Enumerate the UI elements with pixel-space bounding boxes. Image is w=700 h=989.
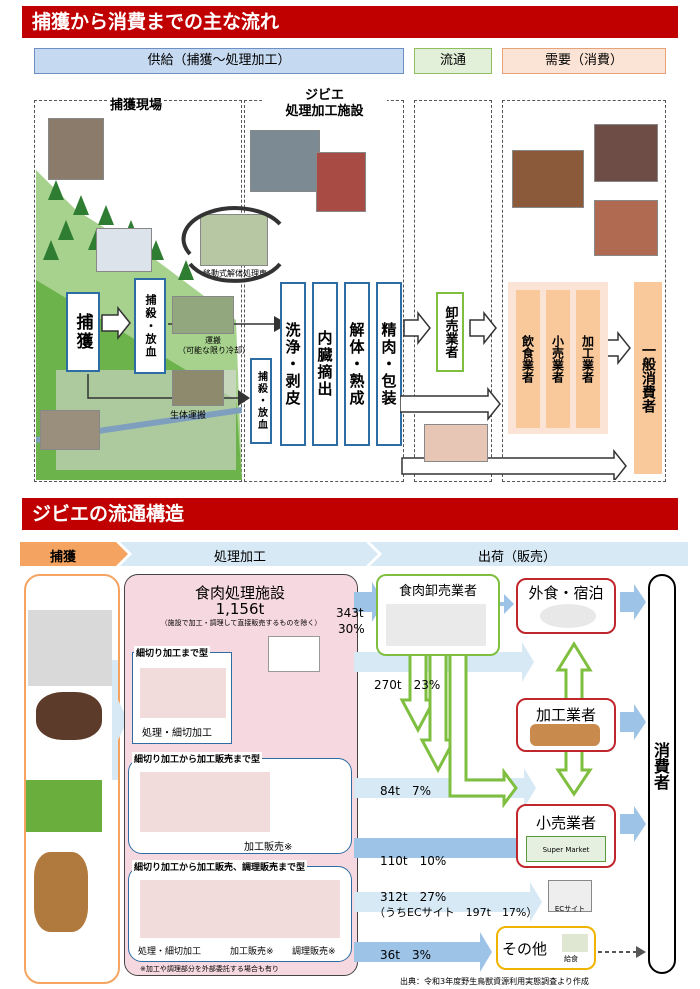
- consumer-column: [648, 574, 676, 974]
- lunch-label: 給食: [564, 955, 578, 963]
- dish-photo-2: [594, 200, 658, 256]
- processor-flow: 84t 7%: [380, 784, 432, 798]
- cage-trap-illustration: [28, 610, 112, 686]
- wholesale-percent: 30%: [338, 622, 365, 636]
- tab-shipping: 出荷（販売）: [478, 550, 557, 565]
- label-facility: ジビエ 処理加工施設: [262, 88, 387, 120]
- wholesale-tonnage: 343t: [336, 606, 364, 620]
- transport-photo: [172, 296, 234, 334]
- type1-caption: 処理・細切加工: [142, 728, 212, 739]
- consumer-label: 消費者: [651, 742, 670, 790]
- supermarket-icon: Super Market: [526, 836, 606, 862]
- mobile-truck-photo: [200, 214, 268, 266]
- kill-bleed-box-2: 捕殺・放血: [250, 358, 272, 444]
- boar-illustration: [36, 692, 102, 740]
- deer-illustration: [34, 852, 88, 932]
- section-title-flow: 捕獲から消費までの主な流れ: [22, 6, 678, 38]
- transport-note: （可能な限り冷却）: [178, 346, 250, 355]
- tab-capture: 捕獲: [50, 550, 77, 565]
- step-butcher-age: 解体・熟成: [344, 282, 370, 446]
- type2-label: 細切り加工から加工販売まで型: [132, 752, 263, 765]
- zone-demand: [502, 100, 666, 482]
- type3-illustration: [140, 880, 340, 938]
- meat-pack-photo: [424, 424, 488, 462]
- tab-processing: 処理加工: [214, 550, 267, 565]
- buyer-restaurant: 飲食業者: [516, 290, 540, 428]
- snow-capture-photo: [96, 228, 152, 272]
- type1-illustration: [140, 668, 226, 718]
- step-pack: 精肉・包装: [376, 282, 402, 446]
- label-mobile-car: 移動式解体処理車: [203, 269, 267, 278]
- facility-amount: 1,156t: [215, 600, 265, 618]
- buyer-processor: 加工業者: [576, 290, 600, 428]
- buyer-retailer: 小売業者: [546, 290, 570, 428]
- type3-label: 細切り加工から加工販売、調理販売まで型: [132, 860, 308, 873]
- carcass-photo: [316, 152, 366, 212]
- school-lunch-icon: [562, 934, 588, 952]
- section-title-structure: ジビエの流通構造: [22, 498, 678, 530]
- snare-illustration: [26, 780, 102, 832]
- step-wash-skin: 洗浄・剥皮: [280, 282, 306, 446]
- header-distribution: 流通: [414, 48, 492, 74]
- retailer-flow: 110t 10%: [380, 854, 447, 868]
- dish-photo-1: [512, 150, 584, 208]
- mobile-cycle-arrows: [181, 206, 282, 283]
- restaurant-flow: 270t 23%: [374, 678, 441, 692]
- type2-caption: 加工販売※: [244, 842, 293, 853]
- header-supply: 供給（捕獲～処理加工）: [34, 48, 404, 74]
- type3-caption-2: 加工販売※: [230, 947, 274, 957]
- bear-photo: [48, 118, 104, 180]
- sausage-can-icon: [530, 724, 600, 746]
- facility-building-photo: [250, 130, 320, 192]
- type2-illustration: [140, 772, 270, 832]
- live-transport-photo: [172, 370, 224, 406]
- processor-label: 加工業者: [535, 706, 596, 724]
- label-live-transport: 生体運搬: [170, 411, 207, 421]
- retailer-label: 小売業者: [535, 814, 596, 832]
- footnote: ※加工や調理部分を外部委託する場合も有り: [140, 965, 279, 973]
- type3-caption-1: 処理・細切加工: [138, 947, 202, 957]
- stage-tabs: [20, 542, 688, 566]
- label-transport: 運搬（可能な限り冷却）: [178, 336, 250, 356]
- type1-label: 細切り加工まで型: [134, 646, 211, 659]
- consumer-flow: 312t 27%: [380, 890, 447, 904]
- other-flow: 36t 3%: [380, 948, 432, 962]
- header-demand: 需要（消費）: [502, 48, 666, 74]
- wholesaler-box: 卸売業者: [436, 292, 464, 372]
- trap-photo: [40, 410, 100, 450]
- step-evisceration: 内臓摘出: [312, 282, 338, 446]
- wholesale-illustration: [386, 604, 486, 646]
- label-capture-site: 捕獲現場: [108, 94, 165, 113]
- capture-arrow: [112, 660, 128, 780]
- ec-site-icon: ECサイト: [548, 880, 592, 913]
- zone-distribution: [414, 100, 492, 482]
- wholesaler-label: 食肉卸売業者: [398, 584, 477, 599]
- capture-box: 捕獲: [66, 292, 100, 372]
- facility-title: 食肉処理施設: [194, 584, 285, 602]
- other-label: その他: [502, 940, 548, 958]
- dish-icon: [540, 604, 596, 628]
- flow-arrows: [354, 582, 646, 972]
- facility-note: （施設で加工・調理して直接販売するものを除く）: [160, 619, 322, 627]
- consumer-box: 一般消費者: [634, 282, 662, 474]
- top-right-arrows: [400, 310, 631, 480]
- shop-photo: [594, 124, 658, 182]
- restaurant-node: [516, 578, 616, 634]
- facility-house-icon: [268, 636, 320, 672]
- consumer-ec-flow: （うちECサイト 197t 17%）: [374, 906, 538, 919]
- source-note: 出典：令和3年度野生鳥獣資源利用実態調査より作成: [400, 977, 589, 986]
- transport-text: 運搬: [205, 336, 221, 345]
- restaurant-label: 外食・宿泊: [528, 584, 604, 602]
- kill-bleed-box: 捕殺・放血: [134, 278, 166, 374]
- type3-caption-3: 調理販売※: [292, 947, 336, 957]
